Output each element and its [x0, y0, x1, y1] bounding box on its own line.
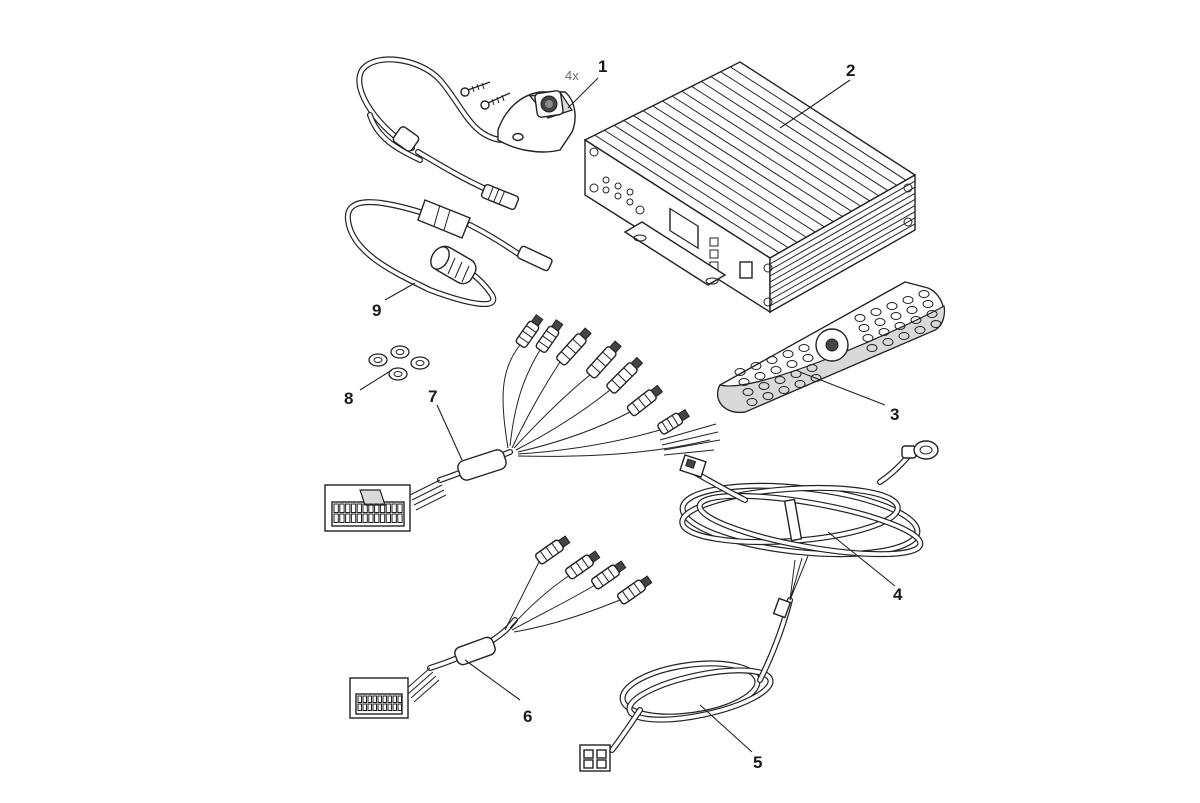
rca-plug-icon — [657, 408, 690, 435]
callout-6: 6 — [523, 707, 532, 726]
remote-button — [886, 302, 898, 310]
remote-button — [734, 368, 746, 376]
rca-plug-icon — [626, 384, 664, 417]
remote-button — [878, 328, 890, 336]
part-3-remote-control: 3 — [717, 281, 946, 424]
rca-plug-icon — [565, 550, 601, 580]
callout-9: 9 — [372, 301, 381, 320]
remote-button — [746, 398, 758, 406]
part-4-coiled-cable: 4 — [679, 440, 939, 604]
remote-button — [810, 374, 822, 382]
remote-button — [770, 366, 782, 374]
rca-plug-icon — [606, 356, 644, 394]
part-9-adapter-cable: 9 — [344, 199, 553, 320]
screw-icon — [480, 92, 511, 110]
part-6-rca-harness: 6 — [349, 535, 653, 726]
part-5-power-cable: 5 — [579, 555, 809, 772]
remote-button — [914, 326, 926, 334]
callout-4: 4 — [893, 585, 903, 604]
remote-button — [798, 344, 810, 352]
callout-2: 2 — [846, 61, 855, 80]
remote-button — [762, 392, 774, 400]
remote-button — [882, 338, 894, 346]
remote-button — [750, 362, 762, 370]
remote-button — [906, 306, 918, 314]
remote-button — [926, 310, 938, 318]
remote-button — [866, 344, 878, 352]
callout-5: 5 — [753, 753, 762, 772]
remote-button — [794, 380, 806, 388]
remote-button — [806, 364, 818, 372]
remote-button — [774, 376, 786, 384]
remote-button — [790, 370, 802, 378]
screw-quantity-label: 4x — [565, 68, 579, 83]
remote-button — [786, 360, 798, 368]
remote-button — [918, 290, 930, 298]
remote-button — [862, 334, 874, 342]
remote-button — [738, 378, 750, 386]
remote-button — [894, 322, 906, 330]
callout-3: 3 — [890, 405, 899, 424]
remote-button — [802, 354, 814, 362]
remote-button — [902, 296, 914, 304]
rca-plug-icon — [535, 319, 564, 353]
screw-icon — [460, 81, 491, 97]
remote-button — [742, 388, 754, 396]
part-2-main-unit: 2 — [583, 61, 917, 314]
remote-button — [922, 300, 934, 308]
remote-button — [758, 382, 770, 390]
rca-plug-icon — [586, 340, 622, 379]
rca-plug-icon — [556, 327, 592, 366]
remote-button — [930, 320, 942, 328]
rca-plug-icon — [515, 314, 544, 348]
remote-button — [898, 332, 910, 340]
callout-1: 1 — [598, 57, 607, 76]
rca-plug-icon — [591, 560, 627, 590]
part-1-camera: 4x 1 — [356, 56, 607, 211]
remote-button — [778, 386, 790, 394]
remote-button — [782, 350, 794, 358]
remote-button — [870, 308, 882, 316]
remote-button — [854, 314, 866, 322]
remote-button — [858, 324, 870, 332]
part-8-washers: 8 — [344, 345, 430, 408]
part-7-main-harness: 7 — [324, 314, 721, 532]
callout-7: 7 — [428, 387, 437, 406]
callout-8: 8 — [344, 389, 353, 408]
remote-button — [754, 372, 766, 380]
rca-plug-icon — [535, 535, 571, 565]
remote-button — [910, 316, 922, 324]
remote-button — [766, 356, 778, 364]
remote-button — [890, 312, 902, 320]
remote-button — [874, 318, 886, 326]
rca-plug-icon — [617, 575, 653, 605]
